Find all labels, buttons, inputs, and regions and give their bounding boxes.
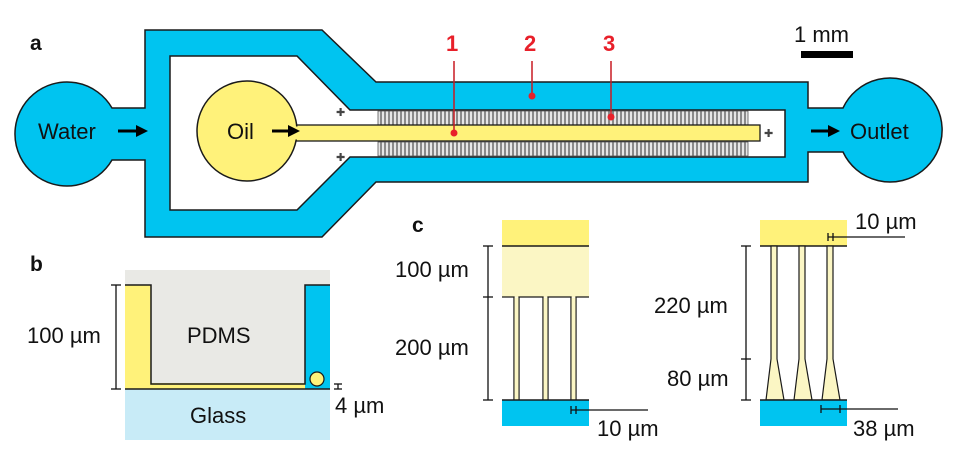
channel-height-label: 200 µm bbox=[395, 335, 469, 360]
pdms-layer bbox=[125, 270, 330, 389]
height-label: 100 µm bbox=[27, 323, 101, 348]
glass-label: Glass bbox=[190, 403, 246, 428]
gap-label: 4 µm bbox=[335, 393, 384, 418]
taper-height-label: 80 µm bbox=[667, 366, 729, 391]
top-width-label: 10 µm bbox=[855, 209, 917, 234]
callout-1: 1 bbox=[446, 31, 458, 137]
scale-bar-label: 1 mm bbox=[794, 22, 849, 47]
glass-layer bbox=[125, 389, 330, 440]
panel-c-label: c bbox=[412, 214, 424, 237]
panel-b-label: b bbox=[30, 253, 43, 276]
dimension-100um bbox=[111, 284, 121, 390]
design-tapered bbox=[760, 220, 847, 426]
top-height-label: 100 µm bbox=[395, 257, 469, 282]
panel-a-label: a bbox=[30, 32, 42, 55]
callout-2: 2 bbox=[524, 31, 536, 100]
water-label: Water bbox=[38, 119, 96, 144]
alignment-mark-icon: ✚ bbox=[336, 107, 345, 119]
dimension-left bbox=[483, 245, 648, 414]
oil-channel bbox=[289, 124, 761, 142]
pdms-label: PDMS bbox=[187, 323, 251, 348]
dimension-right bbox=[741, 233, 905, 413]
svg-text:1: 1 bbox=[446, 31, 458, 56]
arrow-right-icon bbox=[272, 125, 300, 137]
arrow-right-icon bbox=[811, 125, 840, 137]
droplet bbox=[309, 371, 325, 387]
design-straight bbox=[502, 220, 589, 426]
outlet-label: Outlet bbox=[850, 119, 909, 144]
channel-array-top bbox=[377, 110, 749, 126]
oil-label: Oil bbox=[227, 119, 254, 144]
cross-section bbox=[125, 270, 330, 440]
svg-text:3: 3 bbox=[603, 31, 615, 56]
outlet-width-label: 38 µm bbox=[853, 416, 915, 441]
dimension-4um bbox=[334, 383, 342, 390]
channel-width-label: 10 µm bbox=[597, 416, 659, 441]
oil-channel-section bbox=[125, 285, 151, 389]
device-layout: ✚ ✚ ✚ bbox=[14, 29, 943, 238]
arrow-right-icon bbox=[118, 125, 148, 137]
alignment-mark-icon: ✚ bbox=[764, 128, 773, 140]
alignment-mark-icon: ✚ bbox=[336, 152, 345, 164]
channel-array-bottom bbox=[377, 141, 749, 157]
svg-text:2: 2 bbox=[524, 31, 536, 56]
scale-bar bbox=[801, 51, 853, 58]
callout-3: 3 bbox=[603, 31, 615, 121]
straight-height-label: 220 µm bbox=[654, 293, 728, 318]
